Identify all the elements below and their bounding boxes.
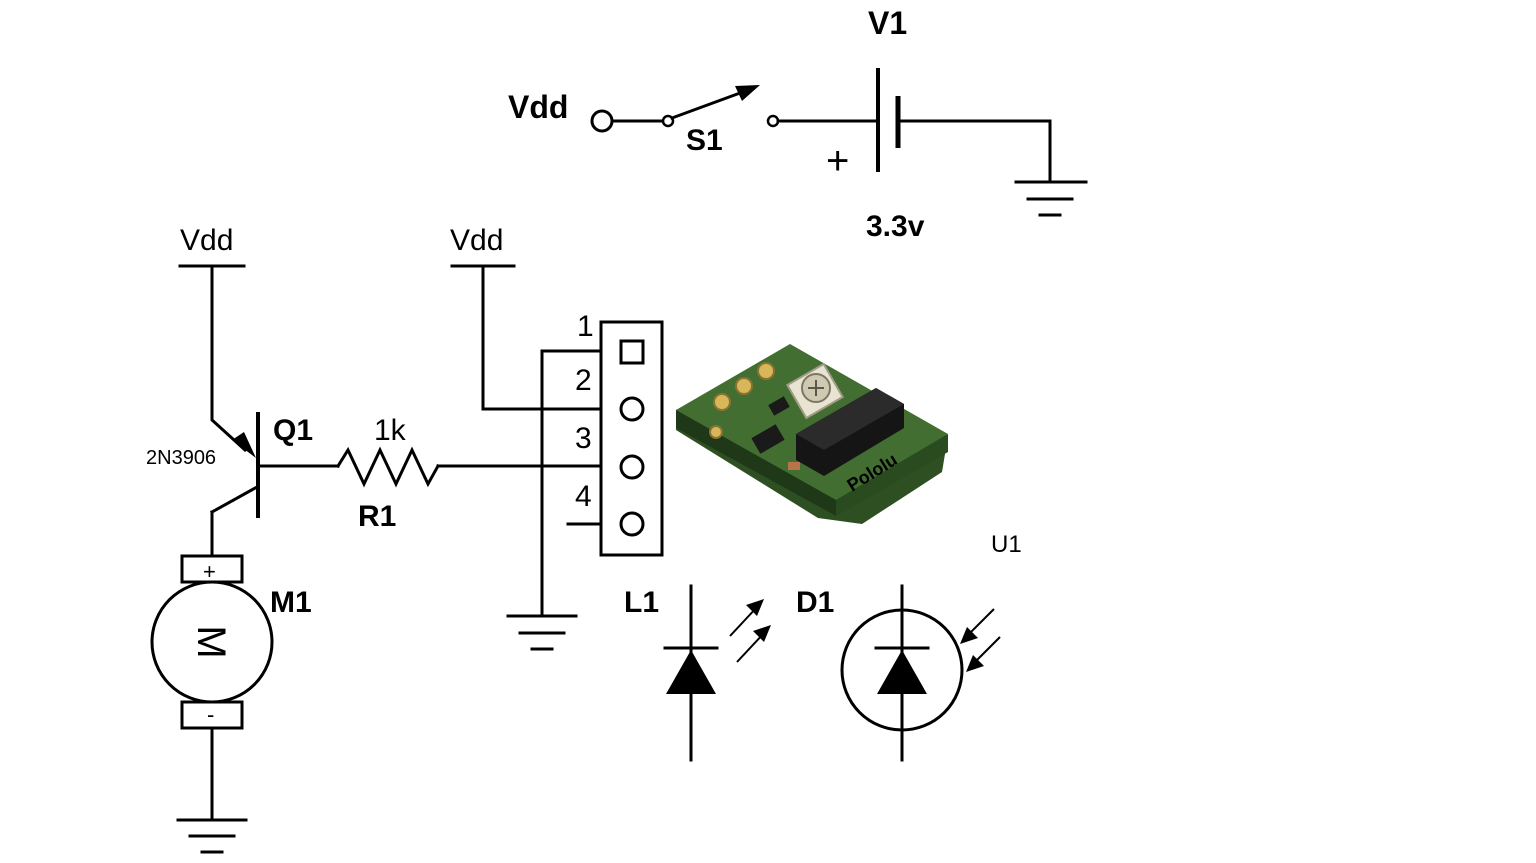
switch-label: S1 bbox=[686, 124, 723, 157]
sensor-section: Vdd 1 2 3 4 bbox=[450, 224, 1022, 762]
motor-m1 bbox=[150, 554, 274, 730]
motor-label: M1 bbox=[270, 586, 312, 619]
battery-v1 bbox=[876, 68, 901, 172]
pin-1-pad bbox=[619, 339, 645, 365]
battery-plus-sign: + bbox=[826, 139, 849, 183]
transistor-label: Q1 bbox=[273, 414, 313, 447]
connector-header bbox=[599, 320, 664, 557]
sensor-module-illustration: Pololu bbox=[676, 344, 948, 524]
pin-2-number: 2 bbox=[575, 364, 592, 397]
pin-3-pad bbox=[619, 454, 645, 480]
motor-plus-sign: + bbox=[203, 559, 216, 584]
motor-symbol: M bbox=[189, 625, 233, 658]
pin-2-pad bbox=[619, 396, 645, 422]
photodiode-d1 bbox=[840, 584, 1001, 762]
emitter-label: L1 bbox=[624, 586, 659, 619]
transistor-part-number: 2N3906 bbox=[146, 447, 216, 469]
switch-s1 bbox=[661, 85, 780, 128]
pin-4-pad bbox=[619, 511, 645, 537]
resistor-r1 bbox=[335, 446, 441, 488]
battery-voltage: 3.3v bbox=[866, 210, 925, 243]
module-label: U1 bbox=[991, 531, 1022, 558]
ground-symbol-motor bbox=[176, 818, 248, 854]
resistor-label: R1 bbox=[358, 500, 396, 533]
resistor-value: 1k bbox=[374, 414, 407, 447]
vdd-terminal bbox=[590, 109, 614, 133]
motor-minus-sign: - bbox=[207, 702, 214, 727]
vdd-label-transistor: Vdd bbox=[180, 224, 233, 257]
battery-label: V1 bbox=[868, 5, 907, 41]
ground-symbol-sensor bbox=[506, 614, 578, 651]
wire-battery-ground bbox=[898, 119, 1052, 184]
wire-vdd-pin2 bbox=[481, 264, 622, 411]
wire-vdd-emitter bbox=[210, 264, 248, 453]
detector-label: D1 bbox=[796, 586, 834, 619]
ground-symbol-power bbox=[1014, 180, 1088, 217]
vdd-label-power: Vdd bbox=[508, 89, 568, 125]
pin-3-number: 3 bbox=[575, 422, 592, 455]
motor-driver-section: Vdd Q1 2N3906 + - M M1 1k R1 bbox=[146, 224, 622, 854]
pin-1-number: 1 bbox=[577, 310, 594, 343]
pin-4-number: 4 bbox=[575, 480, 592, 513]
wire-pin1-ground bbox=[540, 349, 622, 618]
emitter-led-l1 bbox=[663, 584, 771, 762]
vdd-label-sensor: Vdd bbox=[450, 224, 503, 257]
power-section: Vdd S1 V1 + 3.3v bbox=[508, 5, 1088, 243]
